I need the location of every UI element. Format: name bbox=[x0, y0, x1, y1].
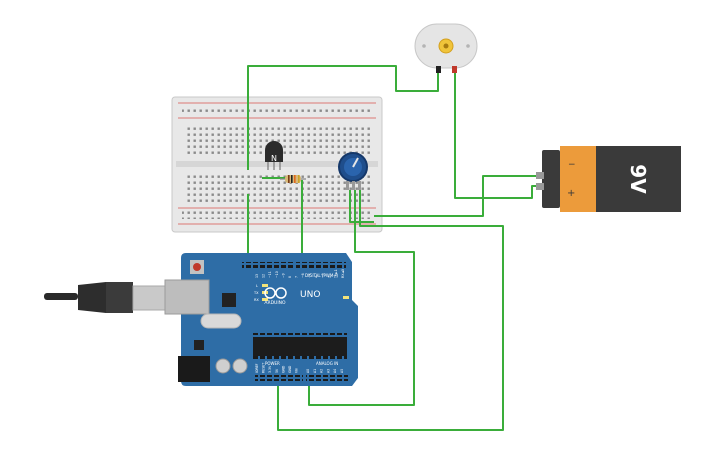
wire-pot-to-a0[interactable] bbox=[308, 190, 415, 406]
digital-header-label: DIGITAL (PWM~) bbox=[305, 273, 339, 278]
wire-motor-to-battery-plus[interactable] bbox=[454, 72, 545, 199]
battery-voltage-label: 9V bbox=[626, 164, 650, 194]
power-header[interactable] bbox=[255, 375, 303, 381]
digital-pin-label-1: 12 bbox=[262, 274, 266, 278]
analog-pin-label-2: A2 bbox=[320, 369, 324, 373]
arduino-logo-icon bbox=[264, 287, 287, 299]
digital-pin-label-3: ~10 bbox=[275, 271, 279, 278]
analog-pin-label-1: A1 bbox=[313, 369, 317, 373]
analog-header-label: ANALOG IN bbox=[316, 361, 338, 366]
dc-motor[interactable] bbox=[414, 23, 478, 73]
digital-pin-label-2: ~11 bbox=[268, 271, 272, 278]
chip-socket-top bbox=[253, 333, 347, 337]
led-rx-label: RX bbox=[254, 298, 259, 302]
bottom-power-rail-holes bbox=[182, 211, 372, 219]
digital-pin-label-0: 13 bbox=[255, 274, 259, 278]
power-header-label: POWER bbox=[265, 361, 280, 366]
analog-pin-label-3: A3 bbox=[326, 369, 330, 373]
battery-9v[interactable]: − + 9V bbox=[536, 146, 681, 212]
power-pin-label-0: IOREF bbox=[255, 363, 259, 373]
power-pin-label-5: GND bbox=[288, 365, 292, 373]
motor-terminal-positive[interactable] bbox=[452, 66, 457, 73]
breadboard[interactable] bbox=[171, 96, 383, 233]
digital-pin-label-7: ~6 bbox=[301, 273, 305, 278]
power-jack bbox=[178, 356, 210, 382]
led-tx-label: TX bbox=[253, 291, 259, 295]
power-pin-label-2: 3.3V bbox=[268, 365, 272, 373]
transistor-label: N bbox=[271, 154, 277, 163]
analog-pin-label-4: A4 bbox=[333, 369, 337, 373]
digital-header-2[interactable] bbox=[296, 262, 346, 268]
pot-knob-indicator bbox=[352, 157, 359, 168]
wire-battery-minus-to-rail[interactable] bbox=[374, 175, 545, 217]
reset-button-cap[interactable] bbox=[193, 263, 201, 271]
arduino-brand: ARDUINO bbox=[264, 300, 286, 306]
digital-pin-label-5: 8 bbox=[288, 276, 292, 278]
digital-pin-label-9: 4 bbox=[314, 276, 318, 278]
center-channel bbox=[176, 161, 378, 167]
led-rx bbox=[262, 298, 268, 301]
led-l-label: L bbox=[256, 284, 258, 288]
usb-cable[interactable] bbox=[44, 282, 168, 313]
digital-pin-label-11: 2 bbox=[328, 276, 332, 278]
wire-transistor-to-motor[interactable] bbox=[247, 65, 439, 170]
analog-pin-label-5: A5 bbox=[340, 369, 344, 373]
analog-pin-label-0: A0 bbox=[306, 369, 310, 373]
digital-pin-label-10: ~3 bbox=[321, 273, 325, 278]
usb-chip bbox=[222, 293, 236, 307]
led-on bbox=[343, 296, 349, 299]
battery-plus-symbol: + bbox=[567, 188, 575, 199]
battery-terminal-plus[interactable] bbox=[536, 183, 544, 190]
atmega-chip bbox=[253, 337, 347, 356]
voltage-regulator bbox=[194, 340, 204, 350]
wire-gnd-to-arduino[interactable] bbox=[277, 190, 504, 431]
led-l bbox=[262, 284, 268, 287]
power-pin-label-1: RESET bbox=[262, 363, 266, 373]
digital-pin-label-6: 7 bbox=[295, 276, 299, 278]
resistor[interactable] bbox=[280, 175, 306, 183]
chip-socket-bottom bbox=[253, 356, 347, 360]
battery-minus-symbol: − bbox=[568, 160, 576, 170]
battery-terminal-minus[interactable] bbox=[536, 172, 544, 179]
usb-jack bbox=[164, 279, 210, 315]
crystal-oscillator bbox=[200, 313, 242, 329]
potentiometer[interactable] bbox=[338, 152, 368, 190]
transistor[interactable]: N bbox=[265, 141, 283, 170]
power-pin-label-4: GND bbox=[281, 365, 285, 373]
power-pin-label-3: 5V bbox=[275, 368, 279, 373]
arduino-uno[interactable]: DIGITAL (PWM~) L TX RX ARDUINO UNO POWER… bbox=[164, 253, 358, 386]
capacitor-2 bbox=[232, 358, 248, 374]
digital-pin-label-13: RX◄0 bbox=[341, 269, 345, 278]
digital-pin-label-12: TX►1 bbox=[334, 269, 338, 279]
digital-pin-label-4: ~9 bbox=[281, 273, 285, 278]
top-power-rail-holes bbox=[182, 106, 372, 114]
wires bbox=[247, 65, 545, 431]
digital-header-1[interactable] bbox=[242, 262, 294, 268]
wire-pot-to-rail[interactable] bbox=[349, 190, 374, 223]
power-pin-label-6: Vin bbox=[295, 368, 299, 373]
motor-terminal-negative[interactable] bbox=[436, 66, 441, 73]
arduino-model: UNO bbox=[300, 290, 320, 300]
capacitor-1 bbox=[215, 358, 231, 374]
analog-header[interactable] bbox=[306, 375, 348, 381]
digital-pin-label-8: ~5 bbox=[308, 273, 312, 278]
